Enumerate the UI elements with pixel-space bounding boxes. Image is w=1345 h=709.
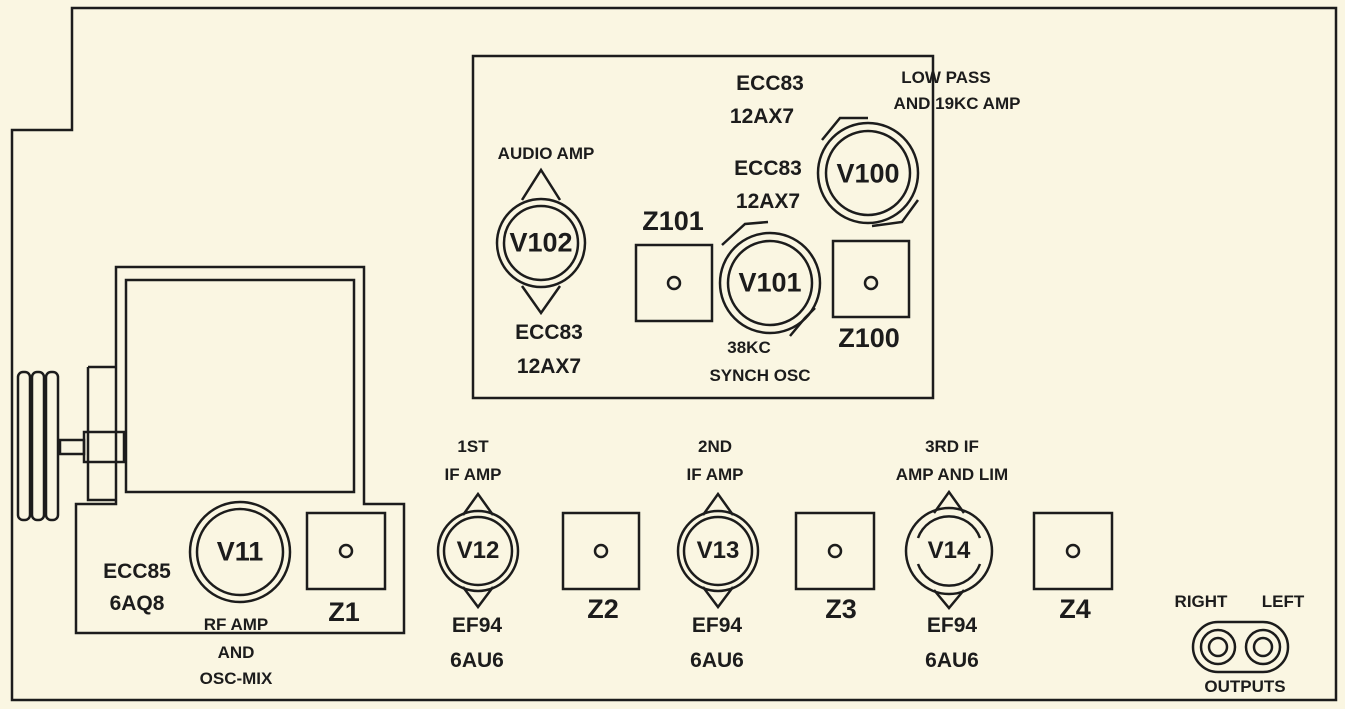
- dial-drum-1: [16, 370, 32, 522]
- output-jack-plate: [1191, 620, 1290, 674]
- v13-socket-lobes: [701, 491, 735, 610]
- chassis-outline: [10, 6, 1338, 702]
- v13-socket-inner: [682, 515, 754, 587]
- v102-type-2: 12AX7: [516, 355, 582, 378]
- dial-drum-3: [44, 370, 60, 522]
- v14-function-1: 3RD IF: [925, 437, 979, 456]
- v100-socket-inner: [824, 129, 912, 217]
- outputs-label: OUTPUTS: [1204, 677, 1286, 696]
- v100-socket-lobe-bottom: [871, 199, 920, 228]
- tuner-housing-outer: [74, 265, 406, 635]
- z100-slug: [863, 275, 879, 291]
- v12-function-1: 1ST: [457, 437, 489, 456]
- right-output-jack: [1199, 628, 1237, 666]
- v14-type-1: EF94: [926, 614, 978, 637]
- v11-label: V11: [216, 536, 264, 567]
- v100-function-1: LOW PASS: [901, 68, 991, 87]
- v11-type-2: 6AQ8: [109, 592, 165, 615]
- v14-label: V14: [927, 537, 971, 564]
- z2-can: [561, 511, 641, 591]
- z3-label: Z3: [825, 594, 857, 624]
- left-output-jack: [1244, 628, 1282, 666]
- v101-function-2: SYNCH OSC: [709, 366, 811, 385]
- v14-shield-arc-top: [916, 515, 982, 539]
- v12-function-2: IF AMP: [444, 465, 502, 484]
- v12-socket-outer: [436, 509, 520, 593]
- z3-slug: [827, 543, 843, 559]
- z100-can: [831, 239, 911, 319]
- z100-label: Z100: [838, 323, 900, 353]
- v100-type-2: 12AX7: [729, 105, 795, 128]
- v101-socket-outer: [718, 231, 822, 335]
- v12-type-1: EF94: [451, 614, 503, 637]
- dial-drum-2: [30, 370, 46, 522]
- v101-type-1: ECC83: [734, 157, 802, 180]
- tuner-shaft: [58, 438, 86, 456]
- v13-function-1: 2ND: [697, 437, 733, 456]
- tuner-shaft-coupler: [82, 430, 126, 464]
- v100-label: V100: [836, 158, 900, 189]
- v14-function-2: AMP AND LIM: [895, 465, 1009, 484]
- z101-slug: [666, 275, 682, 291]
- v102-label: V102: [509, 227, 573, 258]
- v14-type-2: 6AU6: [925, 649, 979, 672]
- z4-slug: [1065, 543, 1081, 559]
- v12-socket-lobes: [461, 491, 495, 610]
- z4-label: Z4: [1059, 594, 1091, 624]
- v102-socket-outer: [495, 197, 587, 289]
- v12-label: V12: [456, 537, 500, 564]
- stereo-board: [471, 54, 935, 400]
- v101-socket-lobe: [721, 220, 769, 246]
- v13-type-1: EF94: [691, 614, 743, 637]
- v102-type-1: ECC83: [515, 321, 583, 344]
- z1-can: [305, 511, 387, 591]
- v13-function-2: IF AMP: [686, 465, 744, 484]
- v102-socket-lobes: [520, 167, 562, 316]
- v14-socket-lobes: [932, 489, 966, 610]
- v14-socket-outer: [904, 506, 994, 596]
- v100-type-1: ECC83: [736, 72, 804, 95]
- v11-socket-inner: [195, 507, 285, 597]
- z2-label: Z2: [587, 594, 619, 624]
- v13-label: V13: [696, 537, 740, 564]
- tuner-housing-inner: [124, 278, 356, 494]
- v12-type-2: 6AU6: [450, 649, 504, 672]
- left-output-jack-inner: [1252, 636, 1274, 658]
- z1-label: Z1: [328, 597, 360, 627]
- z2-slug: [593, 543, 609, 559]
- v11-function-3: OSC-MIX: [199, 669, 273, 688]
- v13-socket-outer: [676, 509, 760, 593]
- v11-socket-outer: [188, 500, 292, 604]
- z101-label: Z101: [642, 206, 704, 236]
- v100-function-2: AND 19KC AMP: [893, 94, 1021, 113]
- v101-type-2: 12AX7: [735, 190, 801, 213]
- v13-type-2: 6AU6: [690, 649, 744, 672]
- v12-socket-inner: [442, 515, 514, 587]
- v101-socket-inner: [726, 239, 814, 327]
- v11-function-2: AND: [217, 643, 255, 662]
- v102-function: AUDIO AMP: [497, 144, 595, 163]
- z101-can: [634, 243, 714, 323]
- z4-can: [1032, 511, 1114, 591]
- z3-can: [794, 511, 876, 591]
- left-output-label: LEFT: [1261, 592, 1305, 611]
- v11-function-1: RF AMP: [203, 615, 269, 634]
- v100-socket-lobe: [821, 116, 868, 141]
- right-output-jack-inner: [1207, 636, 1229, 658]
- tuner-frame-left: [86, 365, 116, 502]
- v100-socket-outer: [816, 121, 920, 225]
- z1-slug: [338, 543, 354, 559]
- v101-function-1: 38KC: [727, 338, 771, 357]
- v102-socket-inner: [502, 204, 580, 282]
- v11-type-1: ECC85: [103, 560, 171, 583]
- v14-shield-arc-bottom: [916, 563, 982, 587]
- v101-label: V101: [738, 267, 802, 298]
- right-output-label: RIGHT: [1174, 592, 1228, 611]
